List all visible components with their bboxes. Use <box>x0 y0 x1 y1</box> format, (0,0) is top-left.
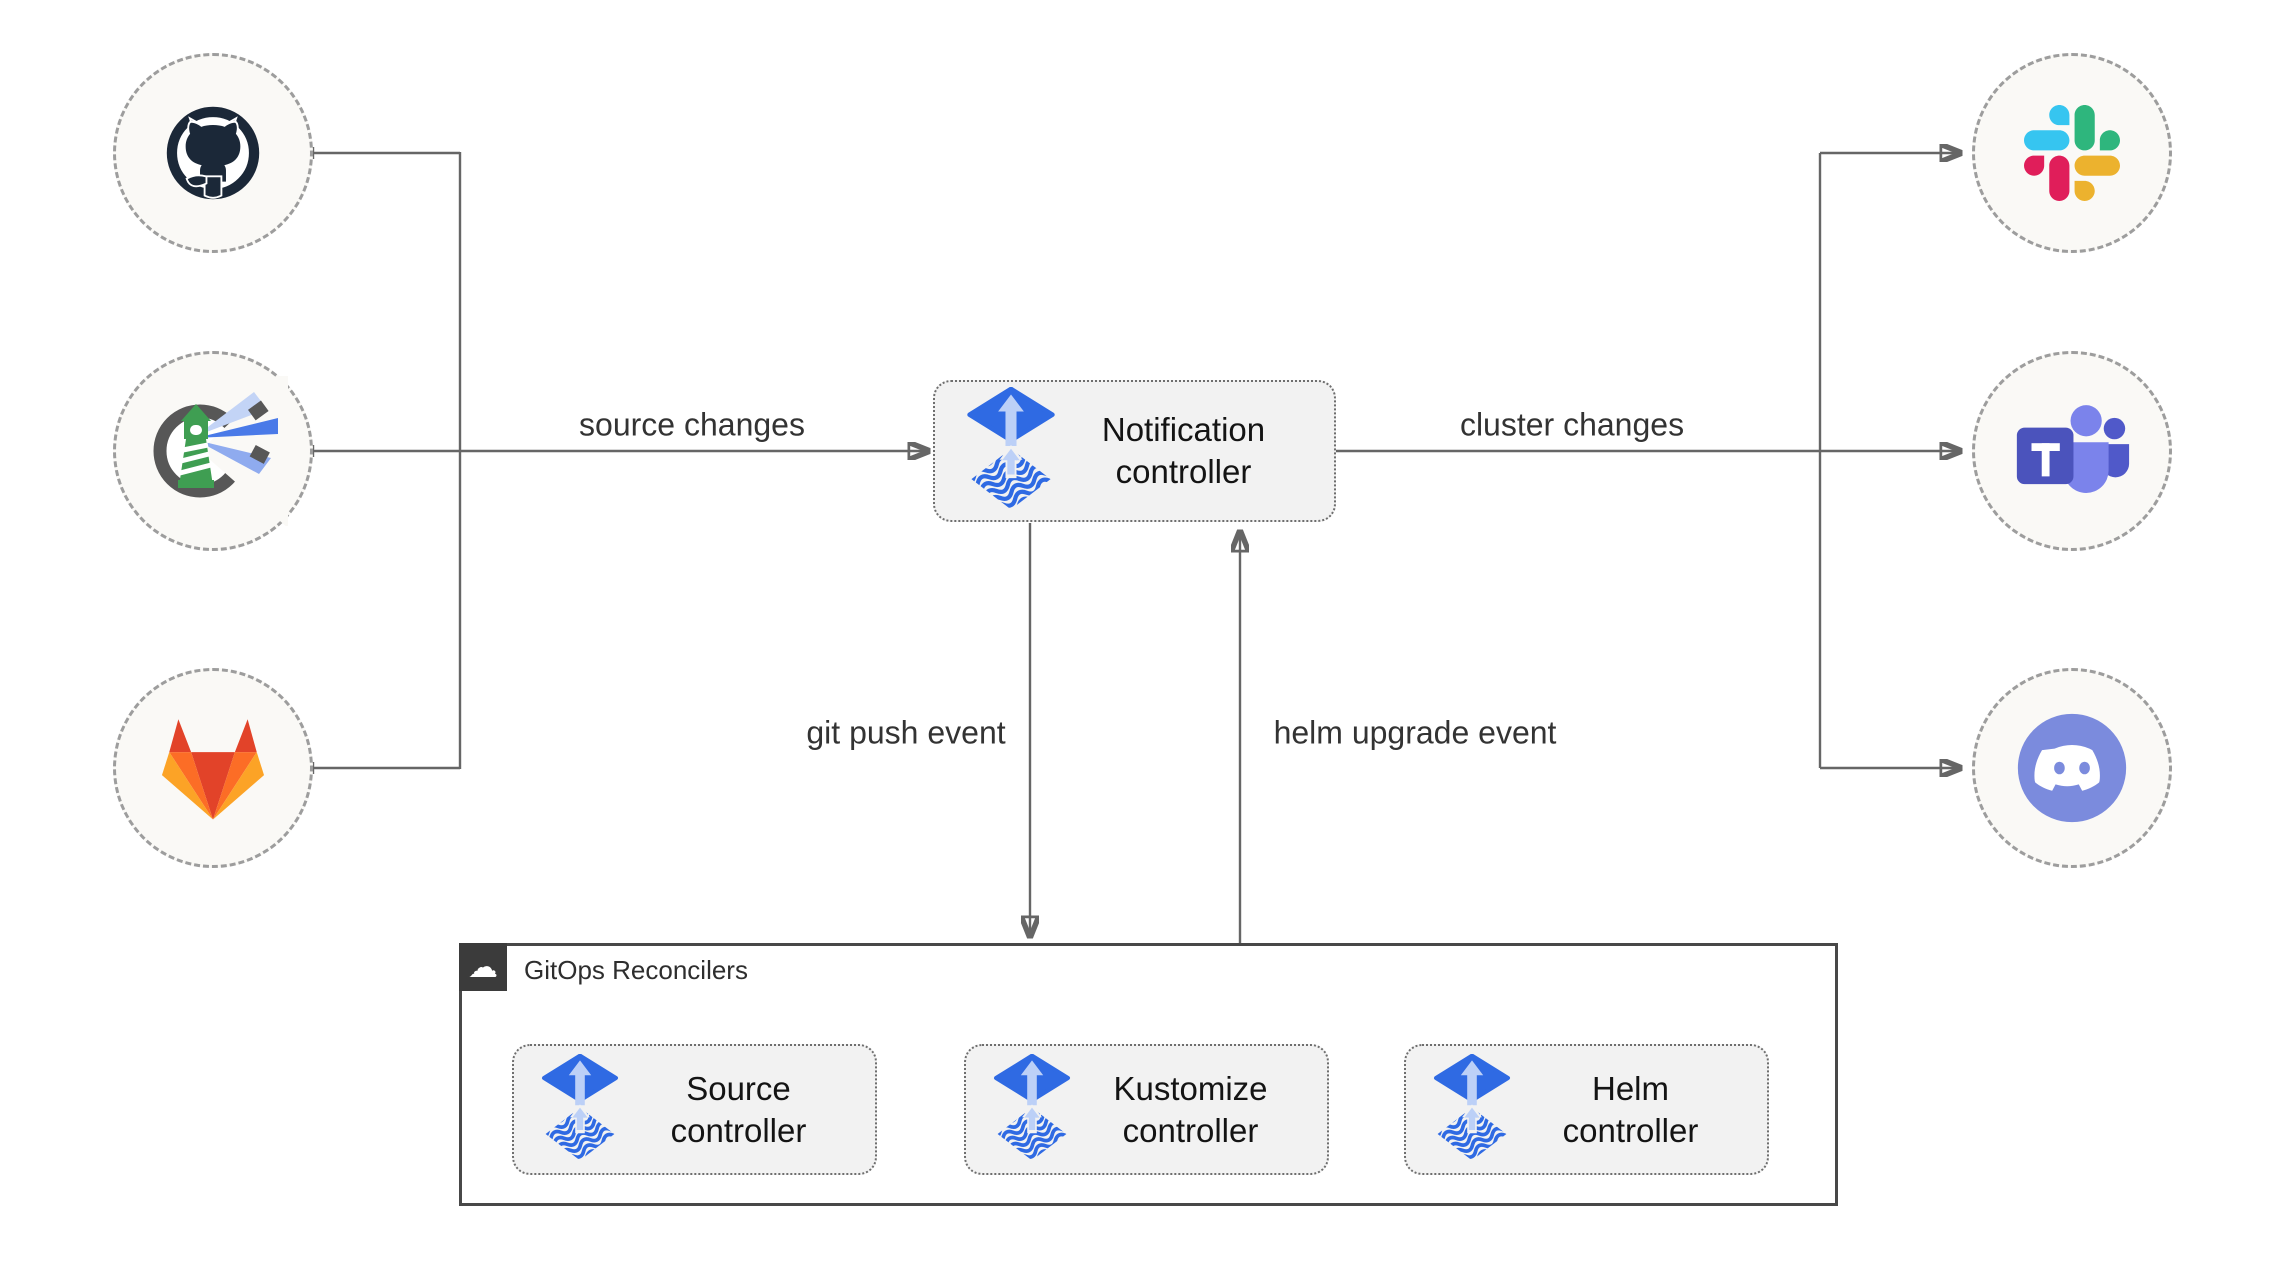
helm-controller-label-line1: Helm <box>1591 1069 1669 1107</box>
kustomize-controller-label-line2: controller <box>1122 1111 1259 1149</box>
edge-gitlab-junction <box>311 762 460 774</box>
notification-controller-label-line1: Notification <box>1101 411 1266 449</box>
harbor-node <box>113 351 313 551</box>
slack-icon <box>2024 105 2120 201</box>
gitlab-icon <box>161 718 265 820</box>
notification-controller-label-line2: controller <box>1115 453 1252 490</box>
source-controller-label-line2: controller <box>670 1111 807 1149</box>
kustomize-controller-node: Kustomize controller <box>964 1044 1329 1175</box>
helm-upgrade-event-label: helm upgrade event <box>1267 714 1563 752</box>
source-controller-label-line1: Source <box>686 1069 791 1107</box>
discord-icon <box>2017 713 2127 823</box>
gitops-reconcilers-title: GitOps Reconcilers <box>524 955 748 985</box>
flux-icon <box>992 1054 1072 1166</box>
github-icon <box>166 106 260 200</box>
source-changes-label: source changes <box>573 406 811 444</box>
helm-controller-label-line2: controller <box>1562 1111 1699 1149</box>
kustomize-controller-label: Kustomize controller <box>1072 1068 1309 1151</box>
teams-icon <box>2016 405 2130 493</box>
kustomize-controller-label-line1: Kustomize <box>1113 1069 1268 1107</box>
flux-icon <box>540 1054 620 1166</box>
gitlab-node <box>113 668 313 868</box>
source-controller-node: Source controller <box>512 1044 877 1175</box>
flux-icon <box>1432 1054 1512 1166</box>
harbor-icon <box>153 376 288 526</box>
helm-controller-label: Helm controller <box>1512 1068 1749 1151</box>
cloud-glyph: ☁ <box>468 949 498 985</box>
git-push-event-label: git push event <box>800 714 1012 752</box>
edge-source-changes-arrow <box>311 445 928 457</box>
notification-controller-label: Notification controller <box>1057 409 1310 492</box>
discord-node <box>1972 668 2172 868</box>
source-controller-label: Source controller <box>620 1068 857 1151</box>
edge-github-junction <box>311 147 460 159</box>
github-node <box>113 53 313 253</box>
slack-node <box>1972 53 2172 253</box>
cluster-changes-label: cluster changes <box>1453 406 1691 444</box>
cloud-icon: ☁ <box>459 943 507 991</box>
teams-node <box>1972 351 2172 551</box>
notification-controller-node: Notification controller <box>933 380 1336 522</box>
flux-icon <box>965 387 1057 516</box>
helm-controller-node: Helm controller <box>1404 1044 1769 1175</box>
